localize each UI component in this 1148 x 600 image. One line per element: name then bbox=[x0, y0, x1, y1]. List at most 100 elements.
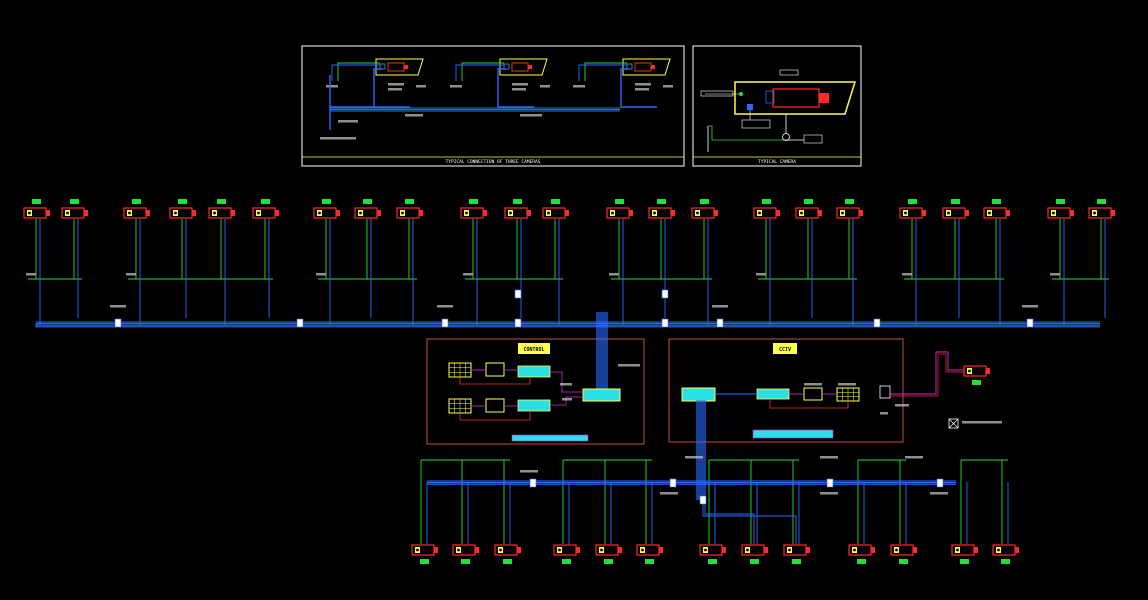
camera-dot bbox=[128, 211, 131, 215]
camera-tag bbox=[178, 199, 187, 204]
camera-lens bbox=[1006, 210, 1010, 216]
annotation-mark bbox=[320, 137, 356, 140]
camera-lens bbox=[84, 210, 88, 216]
pivot bbox=[782, 133, 790, 141]
room-left-label: CONTROL bbox=[523, 347, 544, 353]
camera-lens bbox=[913, 547, 917, 553]
camera bbox=[396, 199, 423, 219]
recorder bbox=[517, 365, 551, 378]
camera bbox=[313, 199, 340, 219]
camera-dot bbox=[318, 211, 321, 215]
camera-lens bbox=[722, 547, 726, 553]
camera-dot bbox=[841, 211, 844, 215]
annotation-mark bbox=[756, 273, 766, 276]
camera bbox=[795, 199, 822, 219]
camera-dot bbox=[600, 548, 603, 552]
camera bbox=[963, 365, 990, 385]
camera bbox=[983, 199, 1010, 219]
camera-lens bbox=[618, 547, 622, 553]
recorder bbox=[517, 399, 551, 412]
camera-lens bbox=[974, 547, 978, 553]
camera-lens bbox=[922, 210, 926, 216]
cctv-room: CCTV bbox=[668, 338, 904, 443]
annotation-mark bbox=[838, 383, 856, 386]
camera bbox=[460, 199, 487, 219]
camera-lens bbox=[419, 210, 423, 216]
control-room: CONTROL bbox=[426, 338, 645, 445]
drop-coupler bbox=[514, 289, 522, 299]
camera bbox=[753, 199, 780, 219]
detail-typical-camera: TYPICAL CAMERA bbox=[692, 45, 862, 167]
camera bbox=[648, 199, 675, 219]
annotation-mark bbox=[450, 85, 462, 88]
camera-dot bbox=[416, 548, 419, 552]
camera-tag bbox=[1097, 199, 1106, 204]
annotation-mark bbox=[540, 85, 550, 88]
camera bbox=[23, 199, 50, 219]
camera-dot bbox=[611, 211, 614, 215]
camera-dot bbox=[457, 548, 460, 552]
trunk-coupler bbox=[296, 318, 304, 328]
room-right-label: CCTV bbox=[779, 347, 791, 353]
camera-lens bbox=[231, 210, 235, 216]
wire bbox=[578, 64, 627, 81]
wire bbox=[704, 504, 755, 544]
camera bbox=[504, 199, 531, 219]
camera-tag bbox=[899, 559, 908, 564]
annotation-mark bbox=[388, 83, 404, 86]
drop-coupler bbox=[699, 495, 707, 505]
camera-tag bbox=[857, 559, 866, 564]
camera bbox=[848, 544, 875, 564]
camera-dot bbox=[547, 211, 550, 215]
wire bbox=[890, 353, 965, 397]
camera bbox=[691, 199, 718, 219]
wire bbox=[550, 371, 583, 393]
camera-tag bbox=[657, 199, 666, 204]
annotation-mark bbox=[635, 88, 649, 91]
wire bbox=[497, 68, 534, 108]
camera-tag bbox=[562, 559, 571, 564]
detail-right-caption: TYPICAL CAMERA bbox=[758, 159, 796, 165]
drop-coupler bbox=[661, 289, 669, 299]
equipment-rack bbox=[511, 434, 589, 442]
camera bbox=[542, 199, 569, 219]
connector bbox=[379, 63, 386, 70]
camera-tag bbox=[792, 559, 801, 564]
camera-lens bbox=[764, 547, 768, 553]
video-switcher bbox=[582, 388, 621, 402]
camera bbox=[1088, 199, 1115, 219]
camera-lens bbox=[776, 210, 780, 216]
camera bbox=[899, 199, 926, 219]
annotation-mark bbox=[520, 114, 542, 117]
annotation-mark bbox=[437, 305, 453, 308]
camera-dot bbox=[1052, 211, 1055, 215]
camera-lens bbox=[483, 210, 487, 216]
camera-tag bbox=[405, 199, 414, 204]
annotation-mark bbox=[1050, 273, 1060, 276]
trunk-coupler bbox=[936, 478, 944, 488]
camera bbox=[699, 544, 726, 564]
camera-lens bbox=[527, 210, 531, 216]
camera-lens bbox=[146, 210, 150, 216]
camera-tag bbox=[32, 199, 41, 204]
annotation-mark bbox=[712, 305, 728, 308]
annotation-mark bbox=[573, 85, 585, 88]
main-switcher bbox=[681, 387, 716, 402]
camera-lens bbox=[714, 210, 718, 216]
annotation-mark bbox=[685, 456, 703, 459]
annotation-mark bbox=[902, 273, 912, 276]
camera-tag bbox=[804, 199, 813, 204]
camera-tag bbox=[469, 199, 478, 204]
camera bbox=[123, 199, 150, 219]
camera-dot bbox=[174, 211, 177, 215]
wire bbox=[455, 64, 504, 81]
camera-tag bbox=[70, 199, 79, 204]
camera-lens bbox=[576, 547, 580, 553]
detail-left-caption: TYPICAL CONNECTION OF THREE CAMERAS bbox=[446, 159, 541, 165]
annotation-mark bbox=[880, 412, 888, 415]
wire bbox=[459, 411, 531, 421]
camera-tag bbox=[461, 559, 470, 564]
camera-lens bbox=[404, 65, 408, 69]
trunk-coupler bbox=[441, 318, 449, 328]
